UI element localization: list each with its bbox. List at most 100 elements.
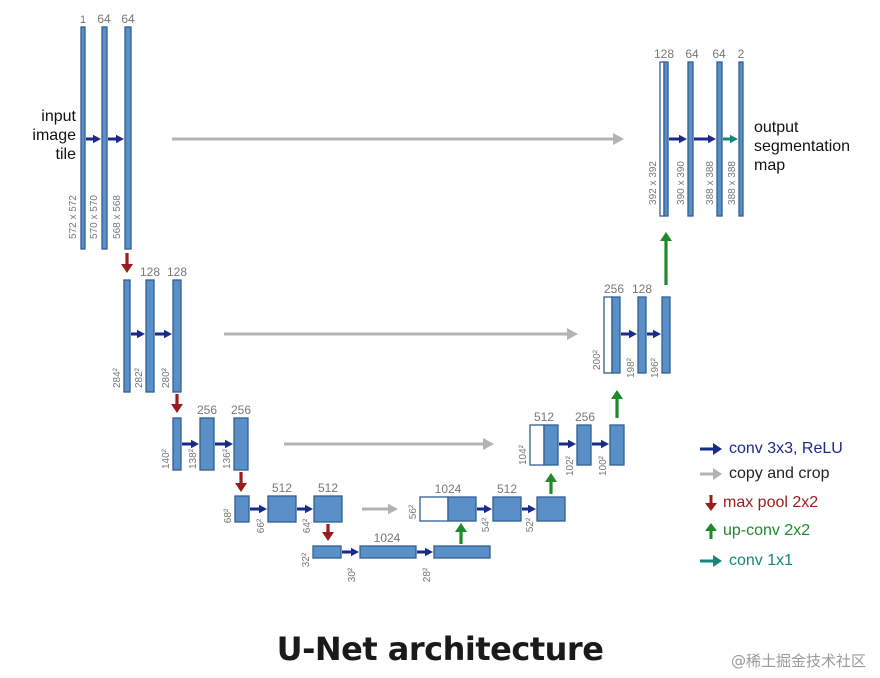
block-u2-b — [661, 296, 671, 374]
output-label-line-3: map — [754, 157, 786, 174]
channel-l1-in: 1 — [80, 14, 86, 26]
copy-arrow-icon — [700, 468, 722, 480]
block-u1-b — [716, 61, 723, 217]
block-u3-a — [576, 424, 592, 466]
block-u4-b — [536, 496, 566, 522]
pool-arrow-l4 — [322, 524, 334, 541]
copy-arrow-l3 — [284, 438, 494, 450]
legend-item-conv: conv 3x3, ReLU — [699, 438, 843, 460]
pool-arrow-icon — [705, 495, 717, 511]
conv-arrow-icon — [700, 443, 722, 455]
block-u3-up — [543, 424, 559, 466]
conv-arrow-b-2 — [417, 547, 433, 557]
copy-arrow-l4 — [362, 503, 398, 515]
conv-arrow-u3-2 — [592, 439, 609, 449]
block-b-a — [359, 545, 417, 559]
channel-bottom: 1024 — [374, 531, 401, 545]
conv-arrow-u2-1 — [621, 329, 637, 339]
block-b-b — [433, 545, 491, 559]
size-l2-a: 282² — [134, 367, 145, 388]
block-u4-a — [492, 496, 522, 522]
size-u2-a: 198² — [626, 357, 637, 378]
block-b-in — [312, 545, 342, 559]
up-arrow-u4 — [545, 473, 557, 494]
block-u4-in — [419, 496, 449, 522]
conv-arrow-l1-2 — [108, 134, 124, 144]
size-u4-a: 54² — [481, 517, 492, 532]
size-l1-b: 568 x 568 — [112, 195, 123, 239]
copy-arrow-l2 — [224, 328, 578, 340]
size-l3-in: 140² — [161, 448, 172, 469]
legend-label-conv: conv 3x3, ReLU — [729, 440, 843, 457]
block-u1-a — [687, 61, 694, 217]
legend-item-c1: conv 1x1 — [699, 550, 793, 572]
channel-u1-a: 64 — [685, 47, 699, 61]
conv-arrow-l2-2 — [155, 329, 172, 339]
block-u2-in — [603, 296, 613, 374]
channel-u1-b: 64 — [712, 47, 726, 61]
block-u1-out — [738, 61, 744, 217]
channel-u4-up: 1024 — [435, 482, 462, 496]
up-arrow-b — [455, 523, 467, 544]
channel-u1-out: 2 — [738, 47, 745, 61]
block-l3-in — [172, 417, 182, 471]
conv-arrow-u1-2 — [694, 134, 716, 144]
block-l1-a — [101, 26, 108, 250]
pool-arrow-l3 — [235, 472, 247, 492]
size-l2-in: 284² — [112, 367, 123, 388]
size-b-in: 32² — [301, 552, 312, 567]
size-u3-b: 100² — [598, 455, 609, 476]
conv-arrow-u2-2 — [647, 329, 661, 339]
conv-arrow-l3-2 — [215, 439, 233, 449]
size-u1-out: 388 x 388 — [727, 161, 738, 205]
conv-arrow-l2-1 — [131, 329, 145, 339]
block-u3-b — [609, 424, 625, 466]
size-u4-b: 52² — [525, 517, 536, 532]
size-u3-a: 102² — [565, 455, 576, 476]
block-l3-b — [233, 417, 249, 471]
conv-arrow-u1-1 — [669, 134, 687, 144]
size-l4-in: 68² — [223, 508, 234, 523]
pool-arrow-l1 — [121, 253, 133, 273]
size-l1-in: 572 x 572 — [68, 195, 79, 239]
size-u3-in: 104² — [518, 444, 529, 465]
input-label-line-3: tile — [55, 146, 76, 163]
c1-arrow-icon — [700, 555, 722, 567]
copy-arrow-l1 — [172, 133, 624, 145]
block-l4-in — [234, 495, 250, 523]
block-l4-b — [313, 495, 343, 523]
up-arrow-u3 — [611, 390, 623, 418]
size-l3-a: 138² — [188, 448, 199, 469]
conv-arrow-l3-1 — [182, 439, 199, 449]
conv-arrow-b-1 — [342, 547, 359, 557]
channel-l1-a: 64 — [97, 12, 111, 26]
block-u4-up — [447, 496, 477, 522]
channel-u2-up: 256 — [604, 282, 624, 296]
block-u1-up — [663, 61, 669, 217]
block-u2-a — [637, 296, 647, 374]
conv-arrow-u3-1 — [559, 439, 576, 449]
channel-u4-b: 512 — [497, 482, 517, 496]
size-b-a: 30² — [347, 567, 358, 582]
input-label-line-2: image — [32, 127, 76, 144]
channel-l4-a: 512 — [272, 481, 292, 495]
channel-u2-b: 128 — [632, 282, 652, 296]
watermark: @稀土掘金技术社区 — [730, 652, 866, 670]
size-u2-b: 196² — [650, 357, 661, 378]
output-label-line-2: segmentation — [754, 138, 851, 155]
channel-l3-b: 256 — [231, 403, 251, 417]
up-arrow-u2 — [660, 232, 672, 285]
channel-u3-up: 512 — [534, 410, 554, 424]
block-l2-b — [172, 279, 182, 393]
block-l2-in — [123, 279, 131, 393]
legend-item-up: up-conv 2x2 — [699, 520, 810, 542]
up-arrow-icon — [705, 523, 717, 539]
channel-u1-up: 128 — [654, 47, 674, 61]
legend-item-copy: copy and crop — [699, 463, 830, 485]
conv-arrow-u4-1 — [477, 504, 492, 514]
input-label: input image tile — [22, 107, 76, 164]
size-l3-b: 136² — [222, 448, 233, 469]
legend-label-c1: conv 1x1 — [729, 552, 794, 569]
